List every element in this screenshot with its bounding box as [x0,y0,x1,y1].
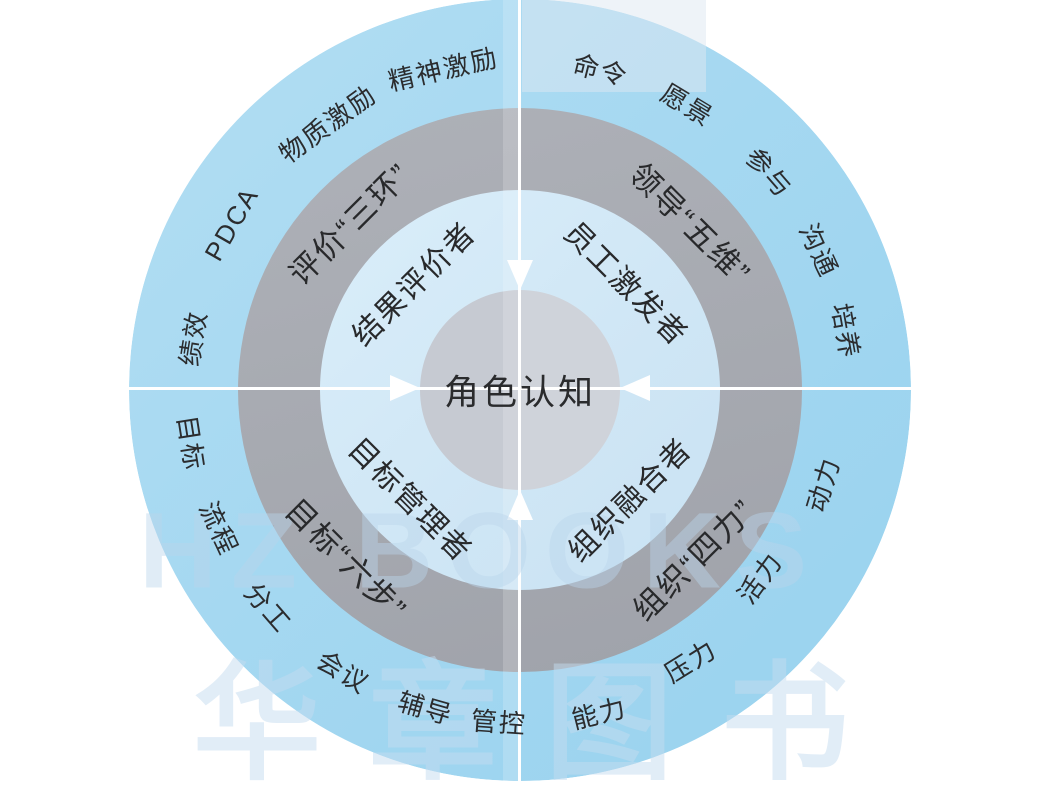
arrow-left-icon [620,375,650,401]
divider-vertical [518,0,521,781]
highlight-band [503,0,519,781]
watermark-cjk-text: 华章图书 [192,652,898,796]
concentric-diagram [129,0,911,781]
center-label: 角色认知 [443,373,597,413]
watermark-block [522,0,706,92]
arrow-up-icon [507,490,533,520]
arrow-down-icon [507,260,533,290]
arrow-right-icon [390,375,420,401]
watermark-latin-text: HZ BOOKS [138,489,822,611]
outer-keyword: 管控 [469,705,528,740]
divider-horizontal [129,387,911,390]
